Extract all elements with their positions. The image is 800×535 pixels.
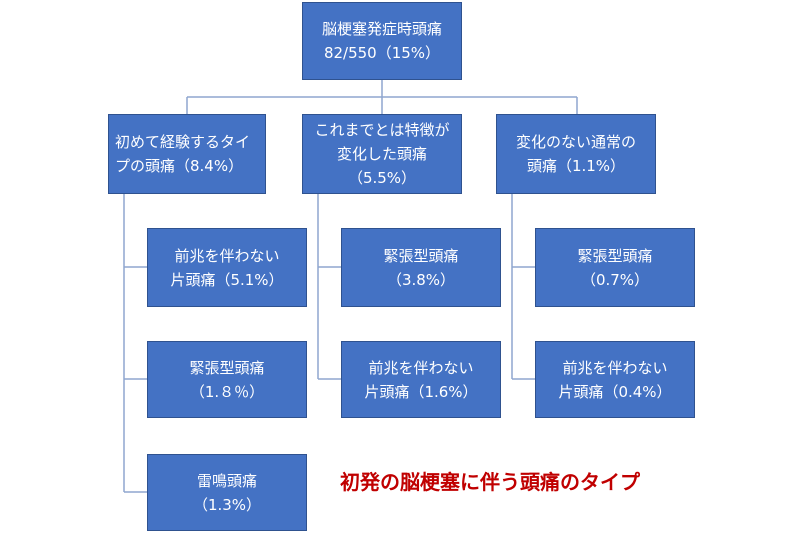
subtype-tension-type-headache: 緊張型頭痛 （0.7%） xyxy=(535,228,695,307)
subtype-migraine-without-aura: 前兆を伴わない 片頭痛（0.4%） xyxy=(535,341,695,418)
node-label-line: 変化のない通常の xyxy=(515,133,636,151)
subtype-tension-type-headache: 緊張型頭痛 （1.８％） xyxy=(147,341,307,418)
node-label-line: 前兆を伴わない xyxy=(368,358,474,377)
node-label-line: （1.3%） xyxy=(192,495,262,514)
node-label-line: 緊張型頭痛 xyxy=(577,246,653,265)
node-label-line: 前兆を伴わない xyxy=(174,246,280,265)
node-label-line: （0.7%） xyxy=(580,270,650,289)
root-node-title: 脳梗塞発症時頭痛 xyxy=(321,20,442,38)
node-label-line: 緊張型頭痛 xyxy=(383,246,459,265)
node-label-line: 初めて経験するタイ xyxy=(115,133,251,151)
category-usual-headache: 変化のない通常の 頭痛（1.1%） xyxy=(496,114,656,194)
node-label-line: プの頭痛（8.4%） xyxy=(115,157,244,175)
node-label-line: 片頭痛（1.6%） xyxy=(364,382,478,401)
node-label-line: 雷鳴頭痛 xyxy=(196,471,257,490)
node-label-line: （5.5%） xyxy=(347,169,417,187)
node-label-line: 前兆を伴わない xyxy=(562,358,668,377)
node-label-line: 片頭痛（0.4%） xyxy=(558,382,672,401)
subtype-tension-type-headache: 緊張型頭痛 （3.8%） xyxy=(341,228,501,307)
node-label-line: これまでとは特徴が xyxy=(314,121,450,139)
subtype-migraine-without-aura: 前兆を伴わない 片頭痛（1.6%） xyxy=(341,341,501,418)
category-first-time-headache: 初めて経験するタイ プの頭痛（8.4%） xyxy=(108,114,266,194)
node-label-line: 片頭痛（5.1%） xyxy=(170,270,284,289)
diagram-caption: 初発の脳梗塞に伴う頭痛のタイプ xyxy=(340,470,640,494)
node-label-line: 緊張型頭痛 xyxy=(189,358,265,377)
root-node-stat: 82/550（15%） xyxy=(323,44,441,62)
category-changed-headache: これまでとは特徴が 変化した頭痛 （5.5%） xyxy=(302,114,462,194)
subtype-thunderclap-headache: 雷鳴頭痛 （1.3%） xyxy=(147,454,307,531)
node-label-line: （1.８％） xyxy=(189,382,265,401)
node-label-line: 変化した頭痛 xyxy=(336,145,427,163)
subtype-migraine-without-aura: 前兆を伴わない 片頭痛（5.1%） xyxy=(147,228,307,307)
node-label-line: 頭痛（1.1%） xyxy=(526,157,626,175)
root-node: 脳梗塞発症時頭痛 82/550（15%） xyxy=(302,2,462,80)
node-label-line: （3.8%） xyxy=(386,270,456,289)
